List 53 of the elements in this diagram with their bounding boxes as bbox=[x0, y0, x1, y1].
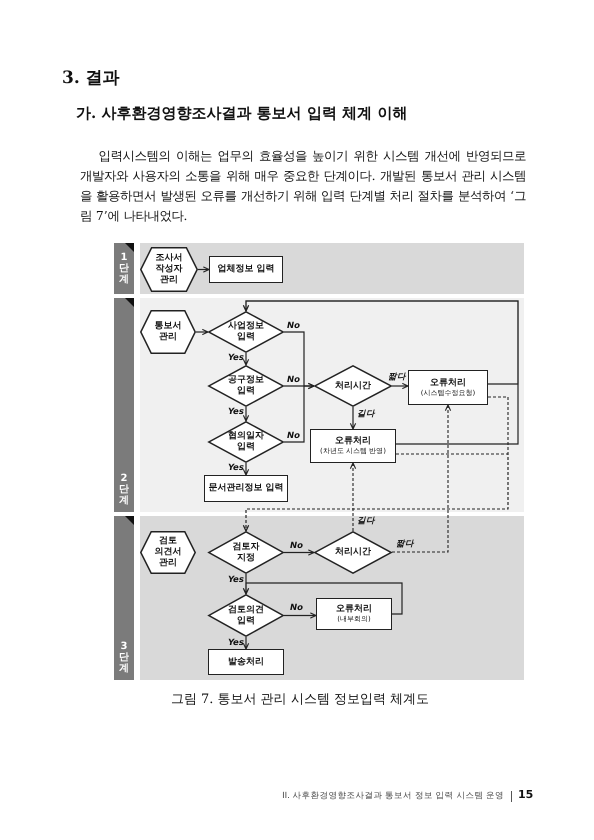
arrow bbox=[242, 407, 250, 422]
page-number: 15 bbox=[518, 788, 534, 801]
lane-label: 1단계 bbox=[119, 252, 129, 285]
arrow bbox=[196, 328, 209, 336]
body-paragraph: 입력시스템의 이해는 업무의 효율성을 높이기 위한 시스템 개선에 반영되므로 개발자와 사용자의 소통을 위해 매우 중요한 단계이다. 개발된 통보서 관리 시스템을 활용하면서 발생된 오류를 개선하기 위해 입력 단계별 처리 절차를 분석하여 ‘그림 7’에 나타내었다. bbox=[80, 148, 526, 225]
edge-label: Yes bbox=[228, 576, 244, 584]
decision-diamond: 처리시간 bbox=[314, 531, 392, 574]
arrow bbox=[242, 300, 519, 445]
section-heading: 3. 결과 bbox=[62, 67, 121, 89]
edge-label: No bbox=[287, 322, 300, 330]
edge-label: No bbox=[290, 542, 303, 550]
figure-caption: 그림 7. 통보서 관리 시스템 정보입력 체계도 bbox=[170, 691, 430, 709]
dashed-arrow bbox=[350, 462, 356, 531]
edge-label: 길다 bbox=[357, 517, 375, 526]
edge-label: Yes bbox=[228, 408, 244, 416]
lane-label: 3단계 bbox=[119, 641, 129, 674]
process-box: 발송처리 bbox=[208, 649, 284, 675]
hexagon-shape: 조사서 작성자 관리 bbox=[140, 247, 198, 292]
lane-label: 2단계 bbox=[119, 473, 129, 506]
swimlane bbox=[114, 298, 524, 512]
arrow bbox=[284, 382, 315, 443]
process-box: 문서관리정보 입력 bbox=[204, 475, 288, 502]
edge-label: No bbox=[287, 432, 300, 440]
edge-label: 짧다 bbox=[396, 540, 414, 548]
hexagon-shape: 통보서 관리 bbox=[140, 310, 196, 354]
arrow bbox=[284, 549, 315, 556]
arrow bbox=[242, 463, 250, 476]
arrow bbox=[242, 582, 403, 615]
process-box: 업체정보 입력 bbox=[209, 256, 283, 283]
edge-label: No bbox=[290, 604, 303, 612]
swimlane bbox=[114, 516, 524, 680]
arrow bbox=[242, 353, 250, 366]
decision-diamond: 협의일자 입력 bbox=[208, 421, 284, 463]
edge-label: Yes bbox=[228, 639, 244, 648]
edge-label: Yes bbox=[228, 354, 244, 362]
edge-label: Yes bbox=[228, 464, 244, 472]
dashed-arrow bbox=[392, 404, 452, 553]
arrow bbox=[350, 407, 356, 430]
decision-diamond: 공구정보 입력 bbox=[208, 365, 284, 407]
arrow bbox=[198, 266, 210, 273]
arrow bbox=[284, 612, 317, 619]
decision-diamond: 검토의견 입력 bbox=[208, 594, 284, 637]
running-footer: II. 사후환경영향조사결과 통보서 정보 입력 시스템 운영 bbox=[200, 790, 504, 802]
decision-diamond: 사업정보 입력 bbox=[208, 311, 284, 353]
subsection-heading: 가. 사후환경영향조사결과 통보서 입력 체계 이해 bbox=[76, 104, 408, 123]
hexagon-shape: 검토 의견서 관리 bbox=[140, 531, 196, 574]
arrow bbox=[242, 637, 250, 650]
edge-label: 길다 bbox=[357, 410, 375, 418]
dashed-arrow bbox=[242, 453, 509, 532]
arrow bbox=[392, 382, 409, 390]
swimlane bbox=[114, 243, 524, 294]
edge-label: No bbox=[287, 376, 300, 384]
decision-diamond: 검토자 지정 bbox=[208, 531, 284, 574]
